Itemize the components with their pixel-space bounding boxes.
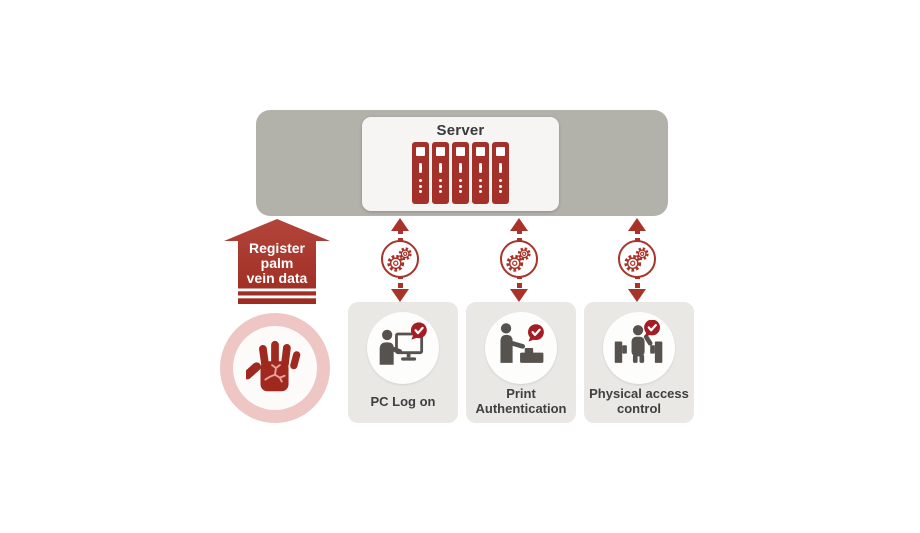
check-badge-icon [528, 324, 544, 342]
check-badge-icon [644, 320, 660, 337]
connector-server-pc-logon [381, 218, 419, 302]
server-rack-icon [472, 142, 489, 204]
station-card-pc-logon: PC Log on [348, 302, 458, 423]
register-arrow-line3: vein data [246, 270, 308, 286]
server-rack-icon [492, 142, 509, 204]
register-arrow-label: Register palm vein data [227, 241, 327, 286]
connector-server-physical-access [618, 218, 656, 302]
down-arrowhead-icon [391, 289, 409, 302]
down-arrowhead-icon [510, 289, 528, 302]
register-up-arrow-icon [224, 219, 330, 304]
station-icon-circle [367, 312, 439, 384]
person-computer-check-icon [379, 322, 427, 365]
station-card-print-authentication: Print Authentication [466, 302, 576, 423]
station-label: Print Authentication [475, 386, 567, 416]
check-badge-icon [410, 322, 427, 340]
server-rack-row [412, 142, 509, 204]
station-label: Physical access control [589, 386, 689, 416]
person-printer-check-icon [500, 323, 544, 363]
station-card-physical-access: Physical access control [584, 302, 694, 423]
register-arrow-line1: Register [248, 240, 306, 256]
server-rack-icon [452, 142, 469, 204]
palm-vein-hand-icon [246, 340, 301, 392]
up-arrowhead-icon [510, 218, 528, 231]
person-gate-check-icon [614, 320, 663, 363]
palm-vein-badge [220, 313, 330, 423]
palm-inner-circle [233, 326, 317, 410]
server-title: Server [436, 122, 485, 139]
down-arrowhead-icon [628, 289, 646, 302]
server-rack-icon [412, 142, 429, 204]
sync-gears-icon [618, 240, 656, 278]
server-rack-icon [432, 142, 449, 204]
station-label: PC Log on [370, 393, 436, 409]
sync-gears-icon [381, 240, 419, 278]
station-icon-circle [485, 312, 557, 384]
sync-gears-icon [500, 240, 538, 278]
server-card: Server [362, 117, 559, 211]
station-icon-circle [603, 312, 675, 384]
connector-server-print-auth [500, 218, 538, 302]
register-arrow-line2: palm [260, 255, 294, 271]
up-arrowhead-icon [628, 218, 646, 231]
up-arrowhead-icon [391, 218, 409, 231]
